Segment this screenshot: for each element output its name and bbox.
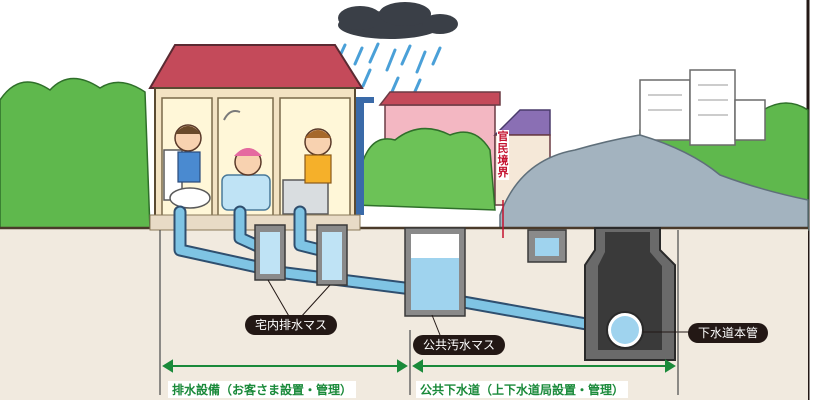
rain-cloud-icon	[338, 2, 458, 39]
section-dividers	[159, 230, 679, 395]
section-arrows	[162, 359, 676, 373]
sewer-main-label: 下水道本管	[688, 323, 769, 343]
street-inlet	[527, 229, 567, 263]
ground	[0, 228, 808, 400]
callout-leaders	[267, 279, 690, 336]
rain-icon	[336, 42, 442, 98]
building-windows	[648, 84, 728, 116]
public-sewage-basin	[404, 227, 466, 317]
kitchen-sink-icon	[282, 128, 332, 215]
bathtub-icon	[221, 110, 271, 211]
boundary-label: 官民境界	[497, 130, 509, 180]
public-section-label: 公共下水道（上下水道局設置・管理）	[416, 381, 629, 398]
sewer-main-manhole	[584, 227, 676, 361]
road	[499, 134, 809, 231]
home-drain-basin-2	[316, 224, 348, 286]
home-drain-basin-label: 宅内排水マス	[245, 315, 338, 335]
trees-left	[0, 77, 151, 231]
private-section-label: 排水設備（お客さま設置・管理）	[168, 381, 357, 398]
person-toilet	[174, 124, 202, 183]
downspout	[356, 97, 374, 215]
public-sewage-basin-label: 公共汚水マス	[413, 335, 506, 355]
home-drain-basin-1	[254, 224, 286, 281]
